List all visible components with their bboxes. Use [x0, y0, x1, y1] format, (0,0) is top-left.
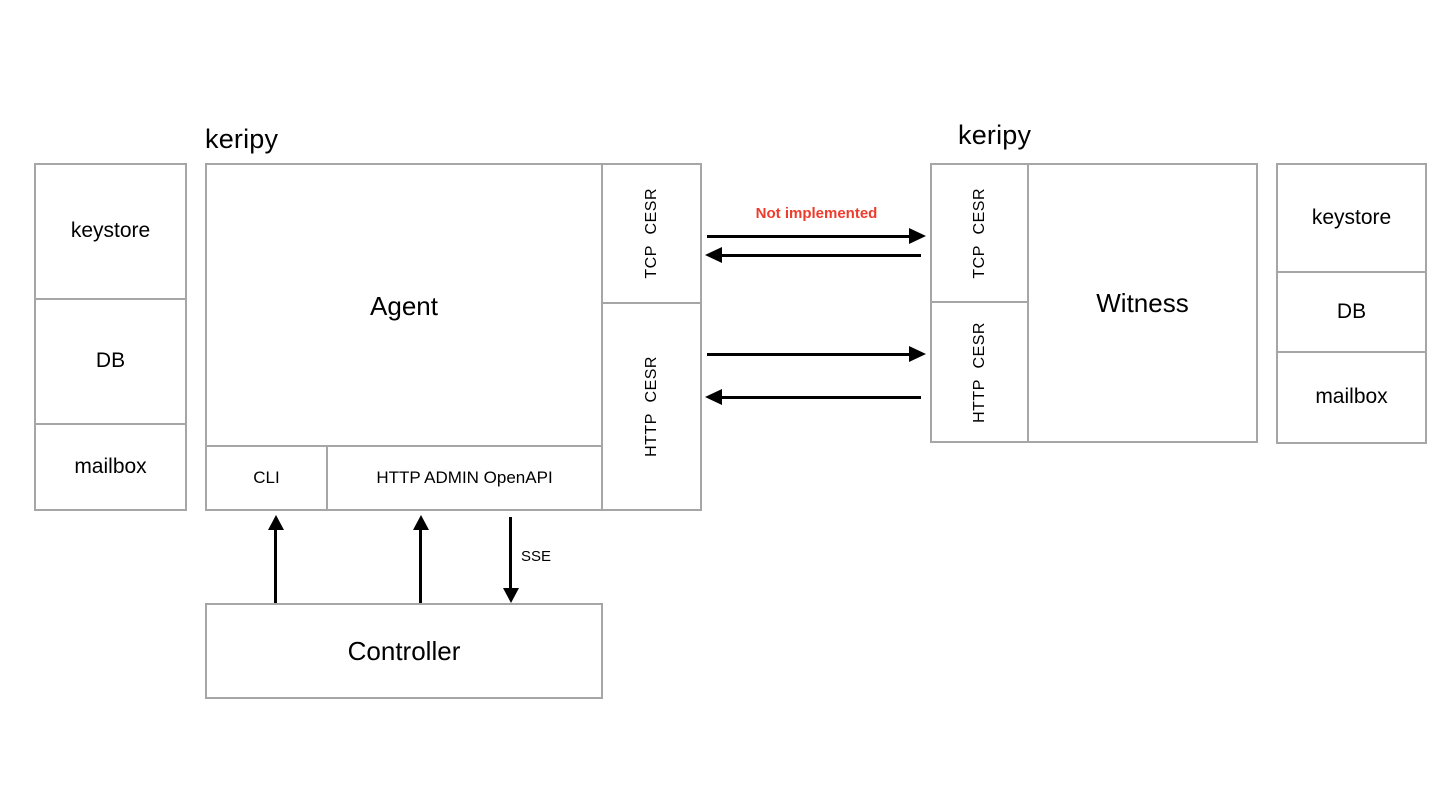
controller-to-http-admin-arrow — [412, 515, 429, 603]
agent-http-cesr-port: HTTP CESR — [601, 302, 702, 511]
keripy-title-witness: keripy — [958, 120, 1032, 150]
witness-http-cesr-label: HTTP CESR — [970, 321, 988, 423]
sse-label: SSE — [521, 548, 552, 565]
http-arrow-agent-to-witness — [707, 346, 926, 362]
witness-mailbox-label: mailbox — [1315, 385, 1388, 409]
agent-mailbox-box: mailbox — [34, 422, 187, 511]
witness-keystore-label: keystore — [1311, 205, 1392, 229]
witness-db-box: DB — [1276, 270, 1427, 353]
agent-keystore-label: keystore — [70, 219, 151, 243]
witness-box: Witness — [1027, 163, 1258, 443]
agent-tcp-cesr-label: TCP CESR — [642, 188, 660, 279]
not-implemented-label: Not implemented — [755, 205, 878, 222]
agent-tcp-cesr-port: TCP CESR — [601, 163, 702, 304]
controller-label: Controller — [347, 635, 461, 666]
cli-label: CLI — [253, 468, 280, 487]
controller-box: Controller — [205, 603, 603, 699]
agent-storage-stack: keystore DB mailbox — [34, 163, 187, 511]
keripy-title-agent: keripy — [205, 124, 279, 154]
agent-http-cesr-label: HTTP CESR — [642, 356, 660, 457]
tcp-arrow-witness-to-agent — [705, 247, 921, 263]
http-admin-openapi-box: HTTP ADMIN OpenAPI — [326, 445, 603, 511]
agent-label: Agent — [370, 290, 438, 321]
cli-box: CLI — [205, 445, 328, 511]
http-admin-openapi-label: HTTP ADMIN OpenAPI — [376, 468, 553, 487]
agent-db-label: DB — [95, 349, 126, 373]
sse-arrow-to-controller — [502, 517, 519, 603]
witness-mailbox-box: mailbox — [1276, 350, 1427, 444]
witness-tcp-cesr-port: TCP CESR — [930, 163, 1029, 303]
witness-http-cesr-port: HTTP CESR — [930, 301, 1029, 443]
agent-mailbox-label: mailbox — [74, 454, 147, 478]
http-arrow-witness-to-agent — [705, 389, 921, 405]
witness-keystore-box: keystore — [1276, 163, 1427, 273]
agent-db-box: DB — [34, 297, 187, 425]
witness-db-label: DB — [1336, 299, 1367, 323]
agent-keystore-box: keystore — [34, 163, 187, 300]
witness-label: Witness — [1096, 287, 1189, 318]
witness-tcp-cesr-label: TCP CESR — [970, 187, 988, 279]
controller-to-cli-arrow — [267, 515, 284, 603]
witness-storage-stack: keystore DB mailbox — [1276, 163, 1427, 444]
tcp-arrow-agent-to-witness — [707, 228, 926, 244]
